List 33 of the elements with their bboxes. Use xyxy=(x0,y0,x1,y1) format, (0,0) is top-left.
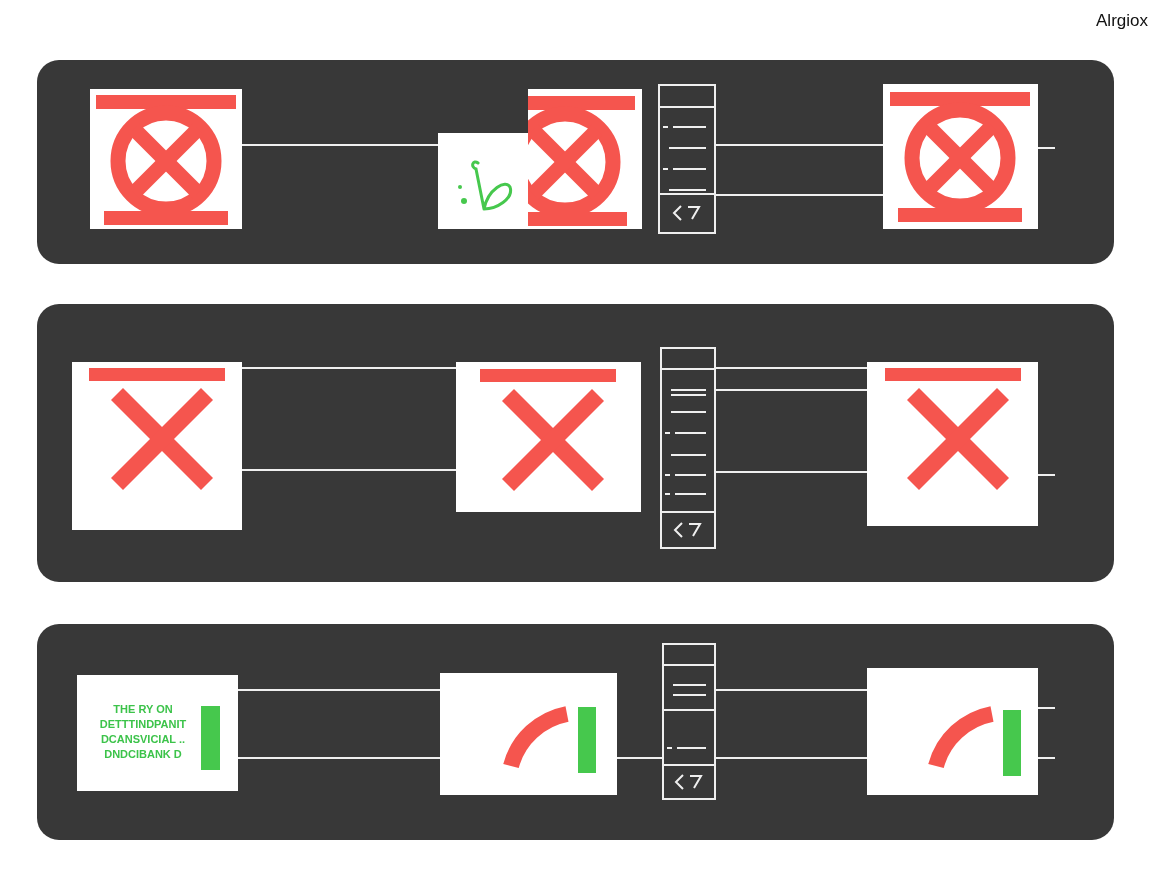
row-band xyxy=(37,304,1114,582)
note-card xyxy=(438,133,528,229)
connector-line xyxy=(241,144,439,146)
symbol-card xyxy=(456,362,641,512)
symbol-card xyxy=(72,362,242,530)
connector-line xyxy=(715,194,884,196)
connector-line xyxy=(1037,147,1056,149)
symbol-card xyxy=(867,668,1038,795)
connector-line xyxy=(241,367,457,369)
connector-line xyxy=(715,757,868,759)
connector-line xyxy=(715,471,868,473)
ladder-column xyxy=(662,643,716,800)
text-card xyxy=(77,675,238,791)
connector-line xyxy=(1037,757,1056,759)
symbol-card xyxy=(883,84,1038,229)
connector-line xyxy=(715,367,868,369)
row-band xyxy=(37,60,1114,264)
symbol-card xyxy=(440,673,617,795)
symbol-card xyxy=(867,362,1038,526)
connector-line xyxy=(241,469,457,471)
connector-line xyxy=(715,389,868,391)
connector-line xyxy=(1037,474,1056,476)
connector-line xyxy=(616,757,663,759)
ladder-column xyxy=(660,347,716,549)
connector-line xyxy=(715,689,868,691)
connector-line xyxy=(1037,707,1056,709)
connector-line xyxy=(237,757,441,759)
card-text: THE RY ON DETTTINDPANIT DCANSVICIAL .. DNDCIBANK D xyxy=(98,702,188,762)
connector-line xyxy=(237,689,441,691)
connector-line xyxy=(715,144,884,146)
ladder-column xyxy=(658,84,716,234)
corner-label: Alrgiox xyxy=(1096,11,1148,31)
row-band xyxy=(37,624,1114,840)
